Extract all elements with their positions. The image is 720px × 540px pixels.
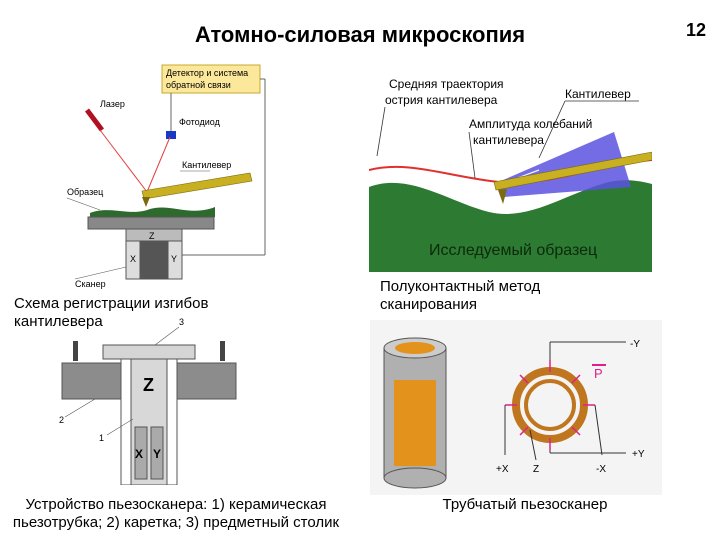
amplitude-label-line1: Амплитуда колебаний [469,117,592,131]
device-y-label: Y [153,447,161,461]
amplitude-label-line2: кантилевера [473,133,544,147]
detector-label-line2: обратной связи [166,80,231,90]
laser [85,108,104,132]
number-2: 2 [59,415,64,425]
electrode [394,380,436,466]
semicontact-figure: Средняя траектория острия кантилевера Ка… [369,72,652,272]
laser-label: Лазер [100,99,125,109]
polarization-label: P [594,366,603,381]
fig1-caption-line1: Схема регистрации изгибов [14,295,209,312]
scanner-x-label: X [130,254,136,264]
trajectory-label-line2: острия кантилевера [385,93,498,107]
fig3-caption-line1: Устройство пьезосканера: 1) керамическая [25,496,327,513]
plus-y-label: +Y [632,449,645,460]
sample-surface [90,207,215,217]
scanner-y-label: Y [171,254,177,264]
page-number: 12 [686,20,707,40]
fig2-caption-line2: сканирования [380,296,478,313]
slide-title: Атомно-силовая микроскопия [194,22,526,47]
number-3: 3 [179,317,184,327]
cantilever [141,172,253,200]
studied-sample-label: Исследуемый образец [429,242,597,259]
device-z-label: Z [143,375,154,395]
detector-label-line1: Детектор и система [166,68,248,78]
fig3-caption: Устройство пьезосканера: 1) керамическая… [0,496,352,532]
fig3-caption-line2: пьезотрубка; 2) каретка; 3) предметный с… [12,514,340,531]
cantilever-label: Кантилевер [565,87,631,101]
scanner-z-label: Z [149,231,155,241]
number-1: 1 [99,433,104,443]
tubular-piezoscanner-figure: P -Y +Y +X Z -X [370,320,662,495]
minus-x-label: -X [596,464,606,475]
fig1-caption-line2: кантилевера [14,313,103,330]
afm-scheme-figure: Детектор и система обратной связи Фотоди… [66,64,266,289]
plus-x-label: +X [496,464,509,475]
piezoscanner-device-figure: Z X Y 3 2 1 [59,317,237,485]
trajectory-label-line1: Средняя траектория [389,77,504,91]
device-x-label: X [135,447,143,461]
sample-region [369,180,652,272]
photodiode [166,131,176,139]
detector-box [161,64,261,94]
z-electrode-label: Z [533,464,539,475]
fig2-caption-line1: Полуконтактный метод [380,278,541,295]
sample-label: Образец [67,187,103,197]
minus-y-label: -Y [630,339,640,350]
cantilever-beam [493,151,652,191]
photodiode-label: Фотодиод [179,117,221,127]
scanner-label: Сканер [75,279,106,289]
stage [102,344,196,360]
cantilever-label: Кантилевер [182,160,231,170]
fig1-caption: Схема регистрации изгибов кантилевера [14,295,208,331]
fig2-caption: Полуконтактный метод сканирования [380,278,540,314]
fig4-caption: Трубчатый пьезосканер [442,496,608,513]
